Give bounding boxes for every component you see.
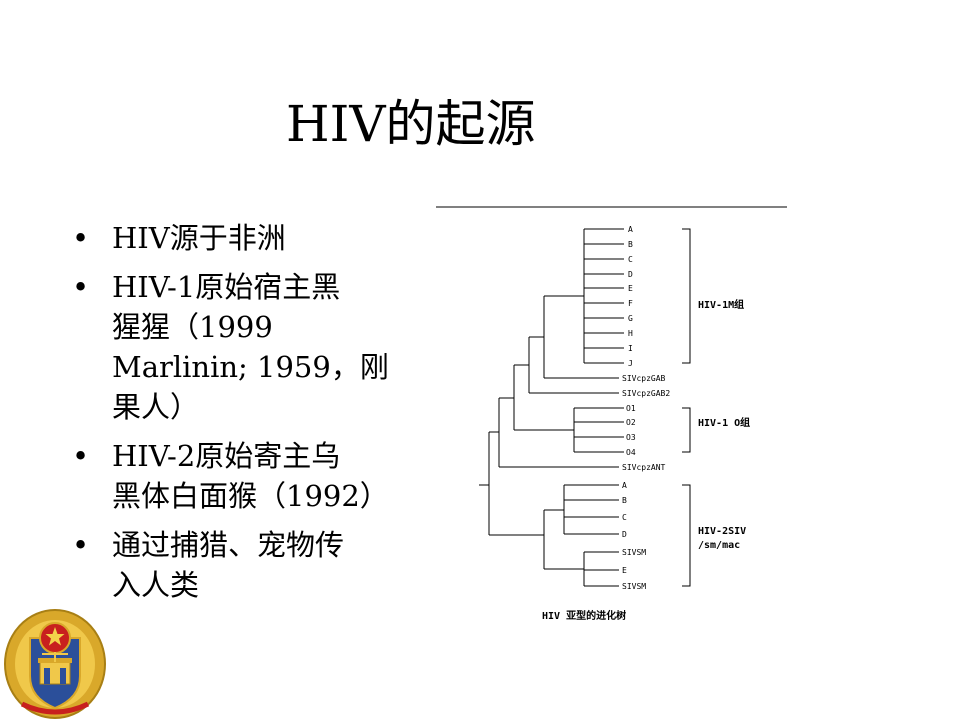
tree-caption: HIV 亚型的进化树 — [542, 609, 626, 622]
leaf-label: SIVcpzGAB — [622, 374, 666, 383]
leaf-label: C — [622, 513, 627, 522]
bullet-line: HIV源于非洲 — [112, 221, 286, 255]
o-group-leaf-labels: O1 O2 O3 O4 — [626, 404, 636, 457]
leaf-label: E — [628, 284, 633, 293]
leaf-label: B — [628, 240, 633, 249]
leaf-label-ant: SIVcpzANT — [622, 463, 666, 472]
leaf-label: G — [628, 314, 633, 323]
bullet-item: 通过捕猎、宠物传 入人类 — [70, 525, 442, 605]
police-emblem-logo — [4, 609, 106, 719]
leaf-label: I — [628, 344, 633, 353]
group-label-hiv1-m: HIV-1M组 — [698, 298, 744, 311]
group-label-hiv2-sub: /sm/mac — [698, 540, 740, 551]
bullet-line: 通过捕猎、宠物传 — [112, 528, 345, 562]
leaf-label: A — [628, 225, 633, 234]
bullet-line: HIV-1原始宿主黑 — [112, 270, 341, 304]
hiv2-leaf-labels: A B C D SIVSM E SIVSM — [622, 481, 646, 591]
tree-branches — [436, 206, 787, 587]
leaf-label: O3 — [626, 433, 636, 442]
leaf-label: F — [628, 299, 633, 308]
phylogenetic-tree: A B C D E F G H I J SIVcpzGAB SIVcpzGAB2… — [436, 206, 787, 622]
m-group-leaf-labels: A B C D E F G H I J — [628, 225, 633, 368]
bullet-line: 果人） — [112, 390, 200, 424]
cpz-leaf-labels: SIVcpzGAB SIVcpzGAB2 — [622, 374, 670, 398]
group-label-hiv1-o: HIV-1 O组 — [698, 416, 750, 429]
leaf-label: SIVSM — [622, 582, 646, 591]
leaf-label: SIVSM — [622, 548, 646, 557]
slide-title: HIV的起源 — [286, 95, 536, 153]
bullet-list: HIV源于非洲 HIV-1原始宿主黑 猩猩（1999 Marlinin; 195… — [70, 218, 442, 614]
bullet-item: HIV源于非洲 — [70, 218, 442, 258]
leaf-label: E — [622, 566, 627, 575]
bullet-line: 黑体白面猴（1992） — [112, 479, 389, 513]
leaf-label: C — [628, 255, 633, 264]
leaf-label: B — [622, 496, 627, 505]
bullet-line: 猩猩（1999 — [112, 310, 273, 344]
leaf-label: A — [622, 481, 627, 490]
leaf-label: SIVcpzGAB2 — [622, 389, 670, 398]
bullet-item: HIV-1原始宿主黑 猩猩（1999 Marlinin; 1959，刚 果人） — [70, 267, 442, 427]
leaf-label: O4 — [626, 448, 636, 457]
bullet-line: Marlinin; 1959，刚 — [112, 350, 389, 384]
group-label-hiv2: HIV-2SIV — [698, 526, 746, 537]
leaf-label: O2 — [626, 418, 636, 427]
leaf-label: O1 — [626, 404, 636, 413]
leaf-label: D — [622, 530, 627, 539]
bullet-line: HIV-2原始寄主乌 — [112, 439, 341, 473]
bullet-item: HIV-2原始寄主乌 黑体白面猴（1992） — [70, 436, 442, 516]
leaf-label: D — [628, 270, 633, 279]
bullet-line: 入人类 — [112, 568, 200, 602]
leaf-label: H — [628, 329, 633, 338]
leaf-label: J — [628, 359, 633, 368]
